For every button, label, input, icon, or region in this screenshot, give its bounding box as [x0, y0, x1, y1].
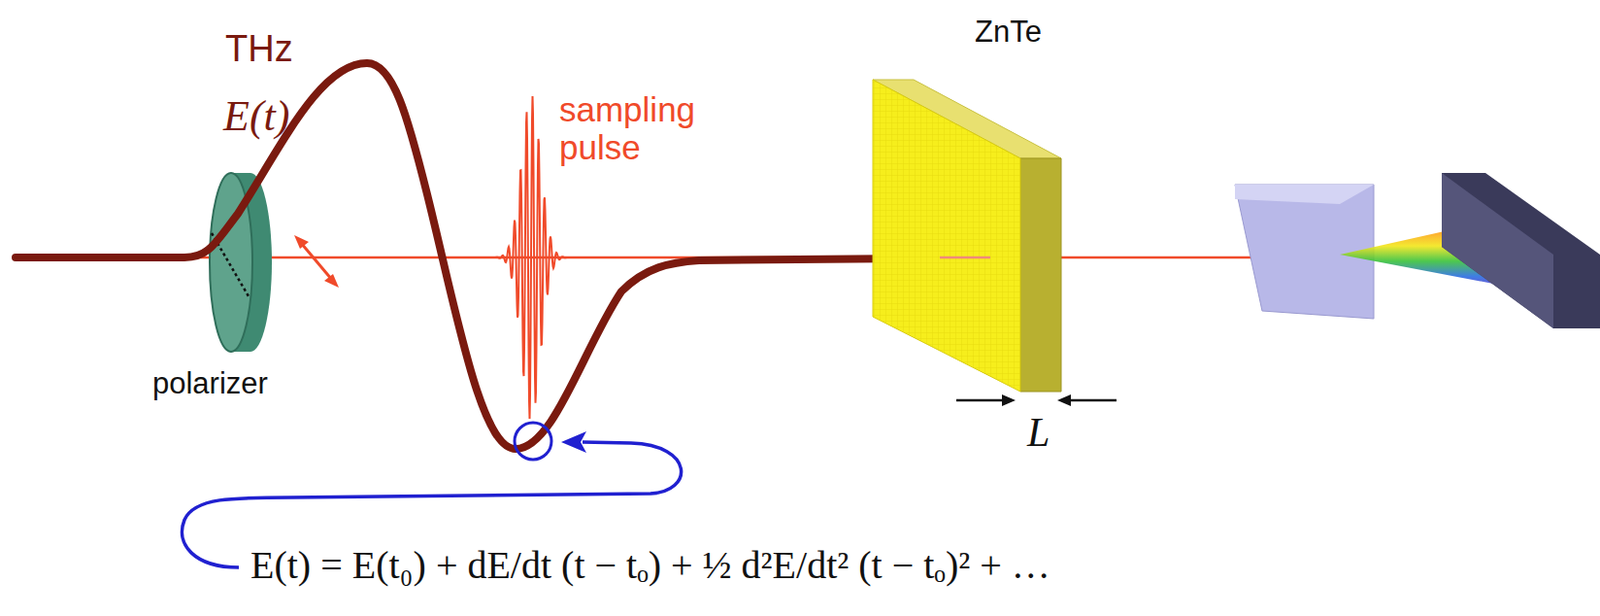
taylor-equation: E(t) = E(t₀) + dE/dt (t − tₒ) + ½ d²E/dt… [250, 543, 1051, 587]
znte-crystal [872, 79, 1062, 392]
callout-arrowhead [561, 431, 587, 453]
part-label: polarizer [152, 366, 268, 400]
pulse-label: sampling pulse [559, 91, 734, 167]
polarization-arrow [294, 234, 339, 288]
thz-waveform [15, 63, 913, 449]
part-label: ZnTe [974, 15, 1042, 49]
probe-beam [939, 256, 991, 260]
thickness-arrows [956, 394, 1117, 406]
wave-label: THz [225, 29, 294, 70]
callout-circle [514, 422, 552, 460]
dimension-label: L [1027, 409, 1050, 455]
polarizer-disc [209, 172, 272, 352]
grating [1441, 172, 1600, 329]
field-symbol: E(t) [223, 93, 290, 140]
